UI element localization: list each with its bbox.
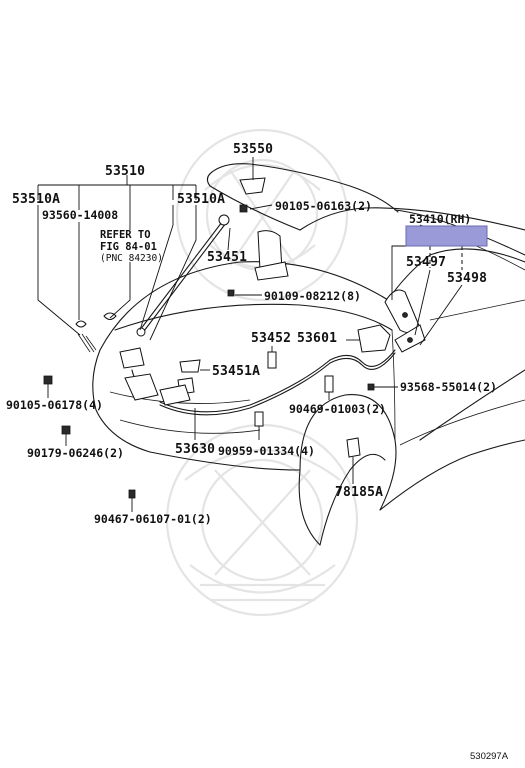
part-label-53601[interactable]: 53601 <box>297 331 337 346</box>
part-label-90469[interactable]: 90469-01003(2) <box>289 402 386 416</box>
part-label-90105-06178[interactable]: 90105-06178(4) <box>6 398 103 412</box>
part-label-53510a-left[interactable]: 53510A <box>12 192 60 207</box>
watermark-emblem <box>165 128 359 617</box>
part-label-90109[interactable]: 90109-08212(8) <box>264 289 361 303</box>
part-label-90959[interactable]: 90959-01334(4) <box>218 444 315 458</box>
refer-note-line3: (PNC 84230) <box>100 253 163 264</box>
part-labels: 53550 53510 53510A 53510A 93560-14008 90… <box>6 142 509 762</box>
part-label-53498[interactable]: 53498 <box>447 271 487 286</box>
part-label-53510a-right[interactable]: 53510A <box>177 192 225 207</box>
part-label-90179[interactable]: 90179-06246(2) <box>27 446 124 460</box>
part-label-53451a[interactable]: 53451A <box>212 364 260 379</box>
hood-hinge <box>384 289 426 353</box>
part-highlight-box[interactable] <box>405 225 488 247</box>
part-label-90105-06163[interactable]: 90105-06163(2) <box>275 199 372 213</box>
hood-support-rod <box>136 214 230 337</box>
part-label-53451[interactable]: 53451 <box>207 250 247 265</box>
car-body-outline <box>92 163 525 546</box>
part-label-53452[interactable]: 53452 <box>251 331 291 346</box>
part-label-90467[interactable]: 90467-06107-01(2) <box>94 512 212 526</box>
part-label-53510[interactable]: 53510 <box>105 164 145 179</box>
leader-lines <box>37 157 463 512</box>
part-label-53630[interactable]: 53630 <box>175 442 215 457</box>
part-label-53410[interactable]: 53410(RH) <box>409 212 471 226</box>
part-label-53497[interactable]: 53497 <box>406 255 446 270</box>
diagram-code: 530297A <box>470 751 509 762</box>
part-label-93560[interactable]: 93560-14008 <box>42 208 118 222</box>
part-label-93568[interactable]: 93568-55014(2) <box>400 380 497 394</box>
part-label-53550[interactable]: 53550 <box>233 142 273 157</box>
refer-note-line1: REFER TO <box>100 229 151 241</box>
part-label-78185a[interactable]: 78185A <box>335 485 383 500</box>
refer-note-line2[interactable]: FIG 84-01 <box>100 241 157 253</box>
small-parts <box>43 177 391 499</box>
